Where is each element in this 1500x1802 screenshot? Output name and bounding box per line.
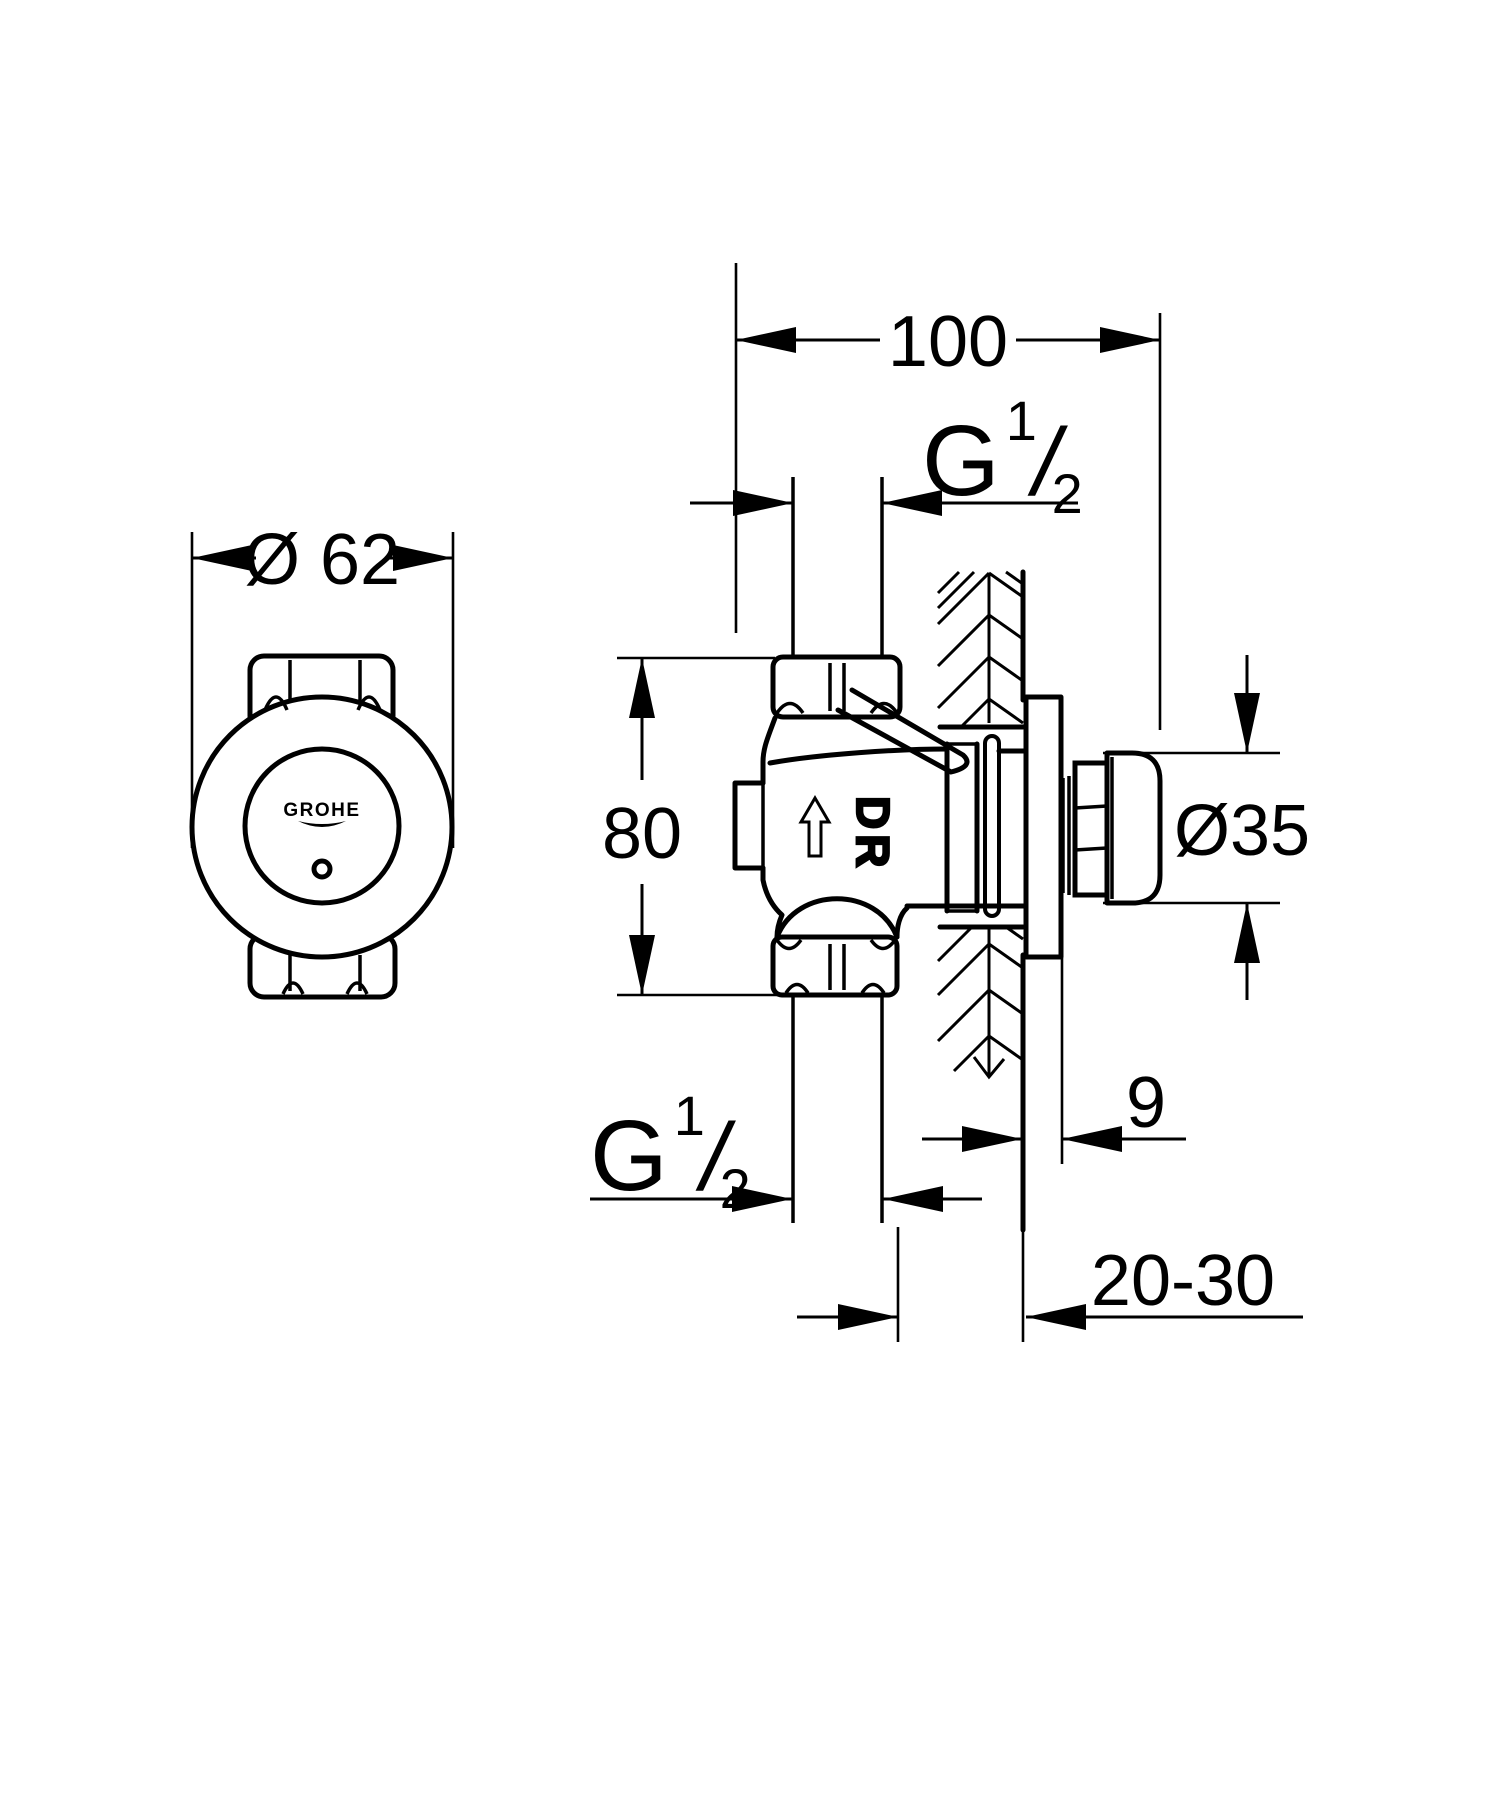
arrowhead-left xyxy=(192,545,252,571)
dimension-height: 80 xyxy=(602,656,790,997)
front-button-hole xyxy=(311,858,333,880)
body-left-lower-edge xyxy=(760,865,785,940)
nut-chamfer-arc xyxy=(356,695,382,711)
dim-label-height: 80 xyxy=(602,794,682,874)
wall-plate xyxy=(1023,694,1064,960)
arrowhead-left xyxy=(1026,1304,1086,1330)
arrowhead-right xyxy=(882,490,942,516)
arrowhead-up xyxy=(1234,903,1260,963)
dimension-front-diameter: Ø 62 xyxy=(190,520,455,848)
nut-chamfer-arc xyxy=(345,981,369,995)
arrowhead-right xyxy=(393,545,453,571)
dimension-plate-offset: 9 xyxy=(922,958,1186,1164)
wall-hatch-left xyxy=(936,925,991,1073)
arrowhead-right xyxy=(732,1186,792,1212)
nut-chamfer-arc xyxy=(263,695,289,711)
dim-label-overall-depth: 100 xyxy=(888,302,1008,382)
thread-numerator: 1 xyxy=(674,1084,705,1147)
thread-g: G xyxy=(922,405,1000,517)
arrowhead-left xyxy=(1062,1126,1122,1152)
section-bottom-hex-nut xyxy=(770,934,900,998)
thread-denominator: 2 xyxy=(720,1157,751,1220)
wall-hatch-left xyxy=(936,570,991,729)
body-left-edge xyxy=(760,715,778,786)
stem-hex xyxy=(1072,760,1110,898)
nut-chamfer-arc xyxy=(281,981,305,995)
body-bottom-dome xyxy=(774,896,900,940)
arrowhead-down xyxy=(629,935,655,995)
stem-hex-facet xyxy=(1074,846,1108,852)
outlet-wedge xyxy=(835,687,970,775)
section-view: DR xyxy=(590,263,1310,1342)
knob-assembly xyxy=(1061,750,1163,906)
grohe-logo-wings xyxy=(298,821,346,827)
front-view: GROHE Ø 62 xyxy=(189,520,455,1000)
valve-body-section: DR xyxy=(732,654,1030,1223)
dimension-wall-depth-range: 20-30 xyxy=(797,1227,1303,1342)
nut-chamfer-arc xyxy=(784,982,886,995)
wall-hatch-terminal xyxy=(972,1056,1006,1080)
dimension-knob-diameter: Ø35 xyxy=(1103,655,1310,1000)
dim-label-plate-offset: 9 xyxy=(1126,1063,1166,1143)
wall-hatch-right xyxy=(988,570,1024,725)
nut-chamfer-arc xyxy=(775,701,899,715)
body-top-edge xyxy=(767,746,950,766)
dimension-overall-depth: 100 xyxy=(734,263,1162,730)
dim-label-wall-depth-range: 20-30 xyxy=(1091,1241,1275,1321)
grohe-logo-text: GROHE xyxy=(283,800,360,821)
seal-rings xyxy=(983,734,1001,918)
arrowhead-left xyxy=(883,1186,943,1212)
nut-chamfer-arc xyxy=(775,938,897,951)
thread-g: G xyxy=(590,1100,668,1212)
inlet-boss xyxy=(732,780,766,871)
wall-lower-section xyxy=(936,924,1026,1342)
arrowhead-right xyxy=(838,1304,898,1330)
arrowhead-up xyxy=(629,658,655,718)
dim-label-knob-diameter: Ø35 xyxy=(1174,791,1310,871)
arrowhead-right xyxy=(1100,327,1160,353)
arrowhead-down xyxy=(1234,693,1260,753)
arrowhead-right xyxy=(962,1126,1022,1152)
flow-direction-arrow-icon xyxy=(798,795,832,858)
dr-marking: DR xyxy=(847,796,899,872)
wall-upper-section xyxy=(936,569,1026,730)
wall-hatch-right xyxy=(988,925,1024,1062)
thread-numerator: 1 xyxy=(1006,389,1037,452)
arrowhead-left xyxy=(736,327,796,353)
stem-hex-facet xyxy=(1074,804,1108,810)
knob-body xyxy=(1104,750,1163,906)
body-right-lower-edge xyxy=(894,905,910,940)
arrowhead-left xyxy=(733,490,793,516)
dim-label-front-diameter: Ø 62 xyxy=(244,520,400,600)
thread-denominator: 2 xyxy=(1052,462,1083,525)
